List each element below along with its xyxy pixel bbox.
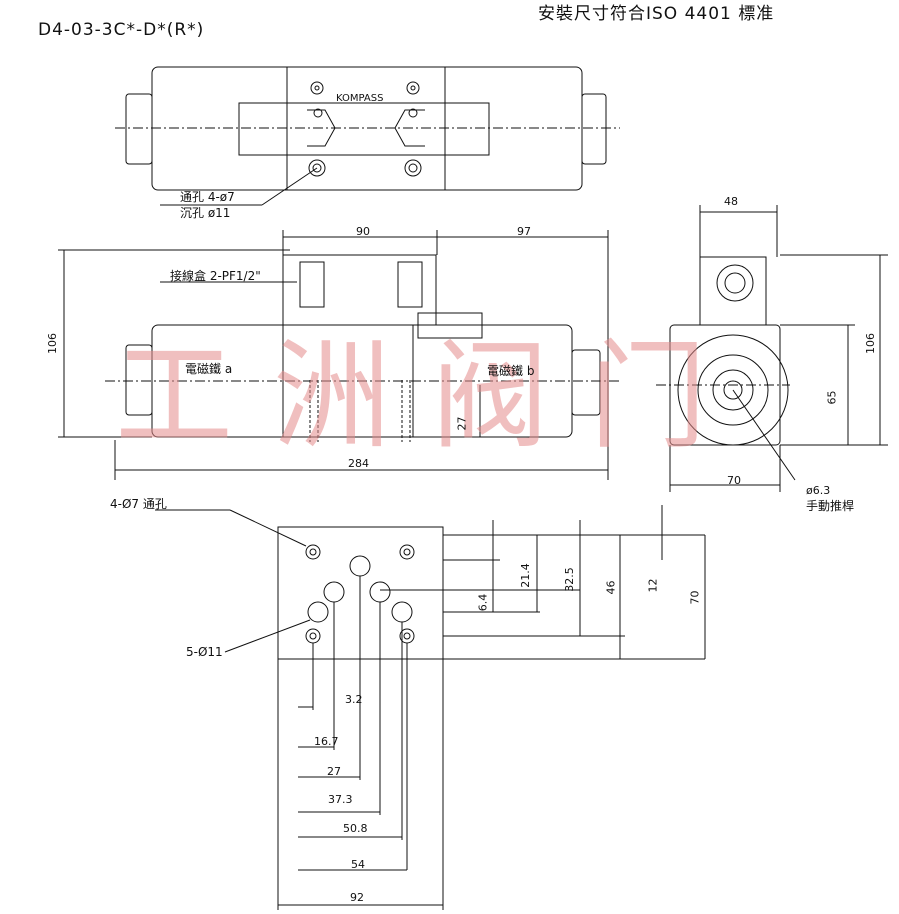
dim-284: 284 [348,457,369,470]
dim-54: 54 [351,858,365,871]
dim-3-2: 3.2 [345,693,363,706]
front-view [58,230,620,480]
dim-106-side: 106 [864,333,877,354]
standard-note: 安裝尺寸符合ISO 4401 標准 [538,4,775,24]
dim-46: 46 [604,580,618,595]
dim-37-3: 37.3 [328,793,353,806]
dim-16-7: 16.7 [314,735,339,748]
dim-48: 48 [724,195,738,208]
dim-27-front: 27 [455,416,469,431]
dim-90: 90 [356,225,370,238]
top-view [115,66,620,206]
dim-12: 12 [646,578,660,593]
dim-97: 97 [517,225,531,238]
dim-50-8: 50.8 [343,822,368,835]
through-hole-label: 通孔 4-ø7 [180,190,235,204]
dim-27-mount: 27 [327,765,341,778]
side-view [656,205,888,492]
dim-21-4: 21.4 [518,563,532,588]
solenoid-a-label: 電磁鐵 a [185,362,233,376]
dim-92: 92 [350,891,364,904]
dim-65-side: 65 [825,390,839,405]
dim-70-side: 70 [727,474,741,487]
mount-port-label: 5-Ø11 [186,645,223,659]
dim-70-mount: 70 [688,590,702,605]
manual-override-dia: ø6.3 [806,484,831,497]
model-code: D4-03-3C*-D*(R*) [38,20,205,40]
watermark: 工洲阀门 [115,327,748,465]
counterbore-label: 沉孔 ø11 [180,206,231,220]
manual-override-label: 手動推桿 [806,499,855,513]
junction-box-label: 接線盒 2-PF1/2" [170,269,261,283]
mounting-surface [155,505,706,910]
dim-32-5: 32.5 [562,567,576,592]
solenoid-b-label: 電磁鐵 b [487,364,535,378]
brand-label: KOMPASS [336,93,384,104]
dim-106-front: 106 [46,333,59,354]
dim-6-4: 6.4 [476,593,490,612]
mount-through-hole-label: 4-Ø7 通孔 [110,497,167,511]
